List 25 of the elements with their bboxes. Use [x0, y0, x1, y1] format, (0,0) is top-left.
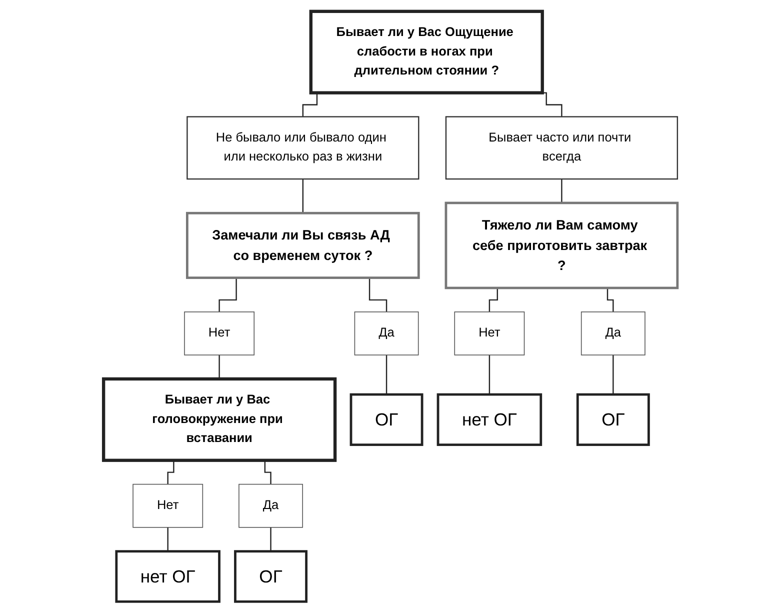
node-box: ОГ: [576, 393, 650, 446]
node-box: Нет: [184, 311, 255, 356]
connector: [561, 178, 562, 204]
connector: [488, 354, 490, 396]
node-box: ОГ: [350, 393, 424, 446]
node-box: Замечали ли Вы связь АД со временем суток ?: [186, 212, 420, 279]
connector: [302, 178, 304, 214]
connector: [218, 354, 220, 380]
connector: [612, 354, 614, 396]
connector: [167, 526, 168, 552]
node-box: Да: [354, 311, 419, 356]
node-box: ОГ: [234, 550, 308, 603]
connector: [270, 526, 272, 552]
node-box: Да: [238, 484, 303, 528]
node-box: Не бывало или бывало один или несколько раз в жизни: [186, 116, 420, 180]
node-box: Бывает ли у Вас головокружение при вставании: [102, 377, 337, 462]
node-box: нет ОГ: [436, 393, 542, 446]
node-box: Бывает часто или почти всегда: [445, 116, 678, 180]
node-box: Нет: [132, 484, 204, 528]
connector: [386, 354, 388, 396]
node-box: Нет: [454, 311, 525, 356]
node-box: Тяжело ли Вам самому себе приготовить завтрак ?: [444, 202, 679, 290]
node-box: Да: [580, 311, 646, 356]
node-box: Бывает ли у Вас Ощущение слабости в ногах при длительном стоянии ?: [309, 10, 544, 94]
node-box: нет ОГ: [115, 550, 220, 603]
